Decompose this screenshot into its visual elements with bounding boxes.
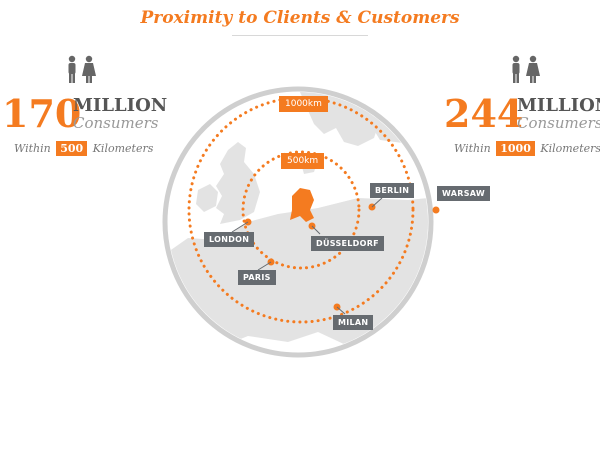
right-within-suffix: Kilometers [540,142,600,155]
warsaw-marker [432,206,440,214]
title-divider [232,35,368,36]
right-within-line: Within 1000 Kilometers [454,141,600,156]
ring-1000km-label: 1000km [279,96,328,112]
left-consumer-count: 170 [2,91,82,136]
left-within-prefix: Within [14,142,51,155]
page-title: Proximity to Clients & Customers [140,8,460,28]
left-consumers-label: Consumers [73,114,159,132]
people-icon [512,55,540,83]
callout-leaders [231,197,383,315]
ring-500km [241,150,361,270]
city-label-warsaw: WARSAW [437,186,491,201]
city-label-london: LONDON [204,232,255,247]
city-label-paris: PARIS [238,270,276,285]
right-consumer-count: 244 [444,91,524,136]
right-within-prefix: Within [454,142,491,155]
left-million-label: MILLION [73,95,168,116]
city-label-berlin: BERLIN [370,183,415,198]
right-consumers-label: Consumers [517,114,600,132]
right-within-value: 1000 [496,141,535,156]
right-million-label: MILLION [517,95,600,116]
ring-1000km [187,96,415,324]
city-label-milan: MILAN [333,315,374,330]
people-icons [508,55,542,85]
people-icons [64,55,98,85]
ring-500km-label: 500km [281,153,325,169]
left-within-value: 500 [56,141,88,156]
netherlands-highlight [290,188,314,222]
people-icon [68,55,96,83]
left-within-line: Within 500 Kilometers [14,141,154,156]
city-label-dusseldorf: DÜSSELDORF [311,236,384,251]
left-within-suffix: Kilometers [92,142,154,155]
